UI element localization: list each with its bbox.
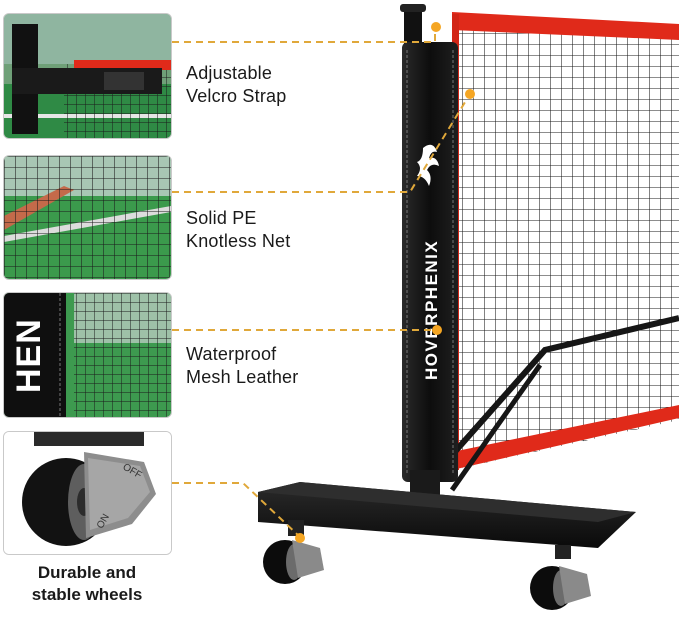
caster-wheel-thumbnail: OFF ON: [3, 431, 172, 555]
base-stand: [258, 482, 636, 548]
wheel-right: [530, 545, 591, 610]
velcro-strap-closeup-icon: [4, 14, 171, 138]
feature-label-line2: Velcro Strap: [186, 86, 287, 106]
support-frame: [449, 315, 679, 492]
brand-text: HOVERPHENIX: [422, 240, 441, 380]
feature-label-line2: Mesh Leather: [186, 367, 299, 387]
mesh-leather-closeup-icon: [4, 293, 171, 417]
feature-label-line1: Solid PE: [186, 208, 257, 228]
feature-label-wheels: Durable and stable wheels: [3, 562, 171, 606]
feature-label-knotless-net: Solid PE Knotless Net: [186, 207, 290, 253]
mesh-leather-thumbnail: HENI: [3, 292, 172, 418]
velcro-strap-thumbnail: [3, 13, 172, 139]
feature-label-line1: Durable and: [37, 563, 137, 582]
net-bottom-band: [452, 405, 679, 470]
accent-dots: [295, 22, 475, 543]
feature-label-line1: Waterproof: [186, 344, 277, 364]
feature-label-line2: stable wheels: [31, 585, 143, 604]
brand-logo: [417, 144, 439, 186]
feature-label-line2: Knotless Net: [186, 231, 291, 251]
net-top-band: [452, 12, 679, 40]
feature-label-line1: Adjustable: [186, 63, 273, 83]
net-panel: [452, 12, 679, 470]
caster-wheel-closeup-icon: [4, 432, 171, 554]
net-thumbnail: [3, 155, 172, 280]
net-closeup-icon: [4, 156, 171, 279]
feature-label-mesh-leather: Waterproof Mesh Leather: [186, 343, 298, 389]
leader-lines: [172, 28, 471, 538]
thumb-brand-fragment: HENI: [10, 321, 48, 391]
wheel-left: [263, 520, 324, 584]
feature-label-velcro-strap: Adjustable Velcro Strap: [186, 62, 286, 108]
net-post: [400, 4, 458, 510]
